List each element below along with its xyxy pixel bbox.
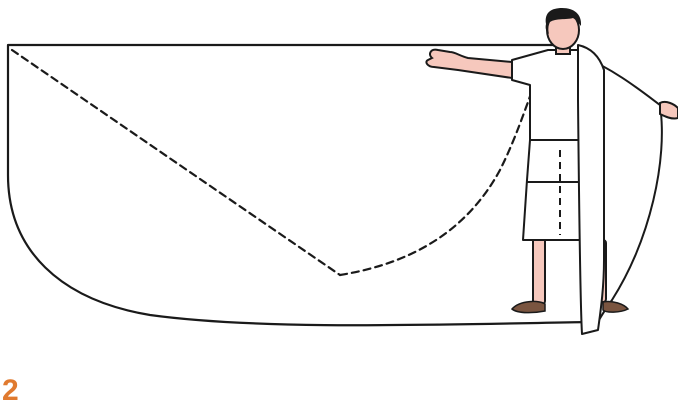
diagonal-fold-line — [10, 48, 342, 277]
toga-pattern-outline — [6, 43, 592, 327]
hair — [545, 8, 582, 34]
roman-figure — [425, 8, 678, 335]
tunic — [511, 49, 586, 241]
toga-drape-front — [577, 44, 605, 335]
figure-number: 2 — [2, 374, 19, 407]
right-hand — [659, 100, 678, 120]
left-shoe — [510, 300, 546, 314]
curved-fold-line — [338, 86, 535, 277]
right-shoe — [602, 300, 630, 313]
extended-arm — [425, 48, 513, 80]
left-leg — [532, 237, 546, 305]
